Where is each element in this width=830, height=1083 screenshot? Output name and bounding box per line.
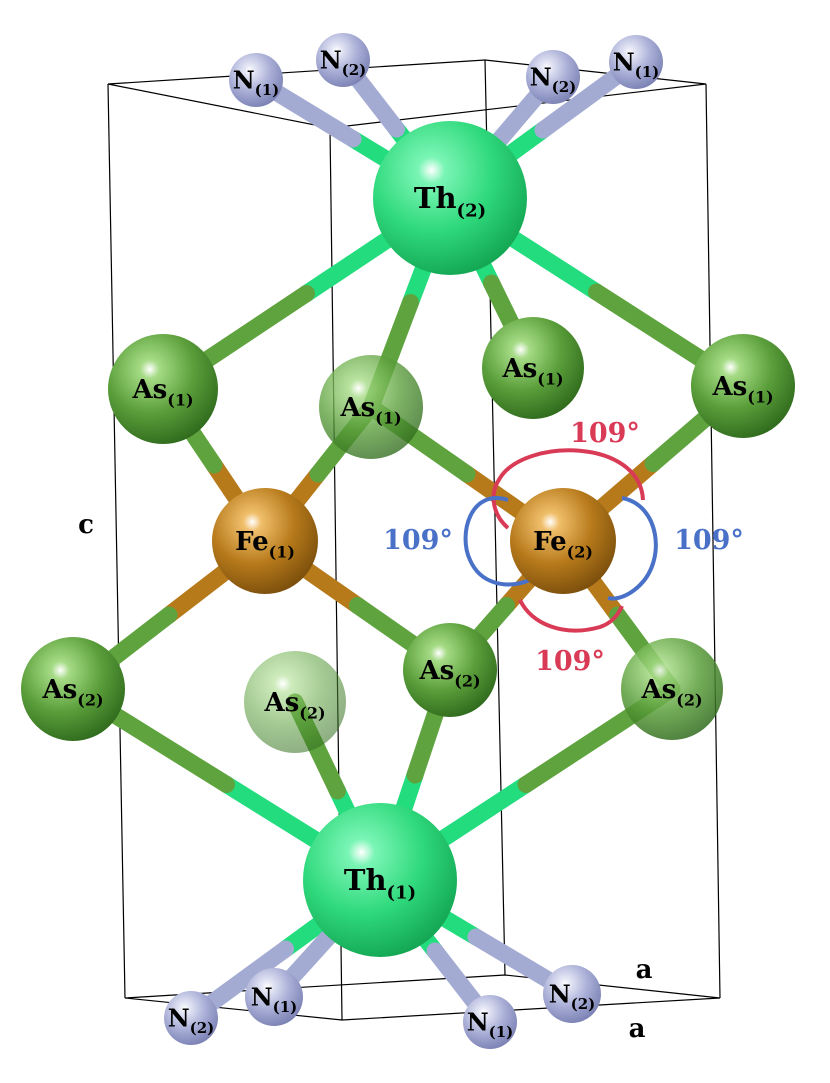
atom-sphere	[303, 803, 457, 957]
atom-label: As(1)	[339, 393, 401, 427]
atom-As2_back: As(2)	[244, 651, 346, 753]
atom-sphere	[316, 33, 370, 87]
atom-sphere	[244, 651, 346, 753]
atoms-layer: N(1) N(2) N(2) N(1) Th(2) As(1) As(1) As(1) As(1…	[21, 33, 795, 1049]
atom-sphere	[403, 623, 497, 717]
angle-arc-red-top	[491, 448, 645, 530]
atom-sphere	[373, 121, 527, 275]
cell-edge-front-right	[705, 83, 721, 999]
cell-edge-front-left	[107, 83, 126, 999]
atom-label: N(1)	[251, 982, 298, 1016]
atom-label: As(2)	[418, 656, 480, 690]
atom-sphere	[319, 355, 423, 459]
atom-Fe1: Fe(1)	[212, 488, 318, 594]
axis-label-c: c	[78, 510, 94, 540]
atom-sphere	[482, 317, 584, 419]
atom-label: As(2)	[640, 675, 702, 709]
atom-sphere	[229, 53, 283, 107]
atom-As1_left: As(1)	[108, 334, 218, 444]
atom-N_bl1: N(1)	[245, 968, 303, 1026]
atom-label: N(2)	[320, 45, 367, 79]
atom-label: As(1)	[501, 354, 563, 388]
angle-label-bottom: 109°	[535, 646, 605, 677]
atom-N_tr2: N(2)	[526, 50, 580, 104]
atom-Th1: Th(1)	[303, 803, 457, 957]
angle-label-left: 109°	[383, 525, 453, 556]
atom-label: N(1)	[467, 1007, 514, 1041]
atom-sphere	[108, 334, 218, 444]
atom-label: N(1)	[233, 65, 280, 99]
atom-sphere	[21, 637, 125, 741]
atom-N_bl2: N(2)	[164, 991, 218, 1045]
angle-label-top: 109°	[570, 418, 640, 449]
atom-sphere	[510, 488, 616, 594]
atom-label: Th(1)	[344, 863, 416, 903]
atom-label: As(2)	[263, 688, 325, 722]
atom-sphere	[543, 965, 601, 1023]
atom-sphere	[691, 334, 795, 438]
atom-Fe2: Fe(2)	[510, 488, 616, 594]
atom-label: N(2)	[530, 62, 577, 96]
atom-N_tr1: N(1)	[609, 35, 663, 89]
atom-sphere	[164, 991, 218, 1045]
atom-label: N(1)	[613, 47, 660, 81]
atom-sphere	[212, 488, 318, 594]
atom-sphere	[463, 995, 517, 1049]
atom-label: Fe(2)	[533, 527, 593, 561]
atom-sphere	[526, 50, 580, 104]
axis-label-a-2: a	[629, 1014, 646, 1044]
atom-label: As(1)	[711, 372, 773, 406]
atom-label: As(2)	[41, 675, 103, 709]
atom-label: Fe(1)	[235, 527, 295, 561]
atom-As1_back: As(1)	[482, 317, 584, 419]
atom-N_br2: N(2)	[543, 965, 601, 1023]
atom-As1_mid: As(1)	[319, 355, 423, 459]
atom-label: As(1)	[131, 375, 193, 409]
atom-label: N(2)	[168, 1003, 215, 1037]
bond-angles	[463, 448, 658, 633]
atom-As2_left: As(2)	[21, 637, 125, 741]
atom-N_tl2: N(2)	[316, 33, 370, 87]
atom-Th2: Th(2)	[373, 121, 527, 275]
atom-sphere	[609, 35, 663, 89]
atom-label: Th(2)	[414, 181, 486, 221]
atom-N_tl1: N(1)	[229, 53, 283, 107]
angle-arc-red-bottom	[518, 599, 624, 633]
atom-label: N(2)	[549, 979, 596, 1013]
atom-As1_right: As(1)	[691, 334, 795, 438]
angle-label-right: 109°	[674, 525, 744, 556]
atom-sphere	[621, 638, 723, 740]
atom-N_bm1: N(1)	[463, 995, 517, 1049]
angle-arc-blue	[463, 496, 658, 601]
atom-As2_right: As(2)	[621, 638, 723, 740]
atom-sphere	[245, 968, 303, 1026]
axis-label-a-1: a	[636, 955, 653, 985]
atom-As2_mid: As(2)	[403, 623, 497, 717]
